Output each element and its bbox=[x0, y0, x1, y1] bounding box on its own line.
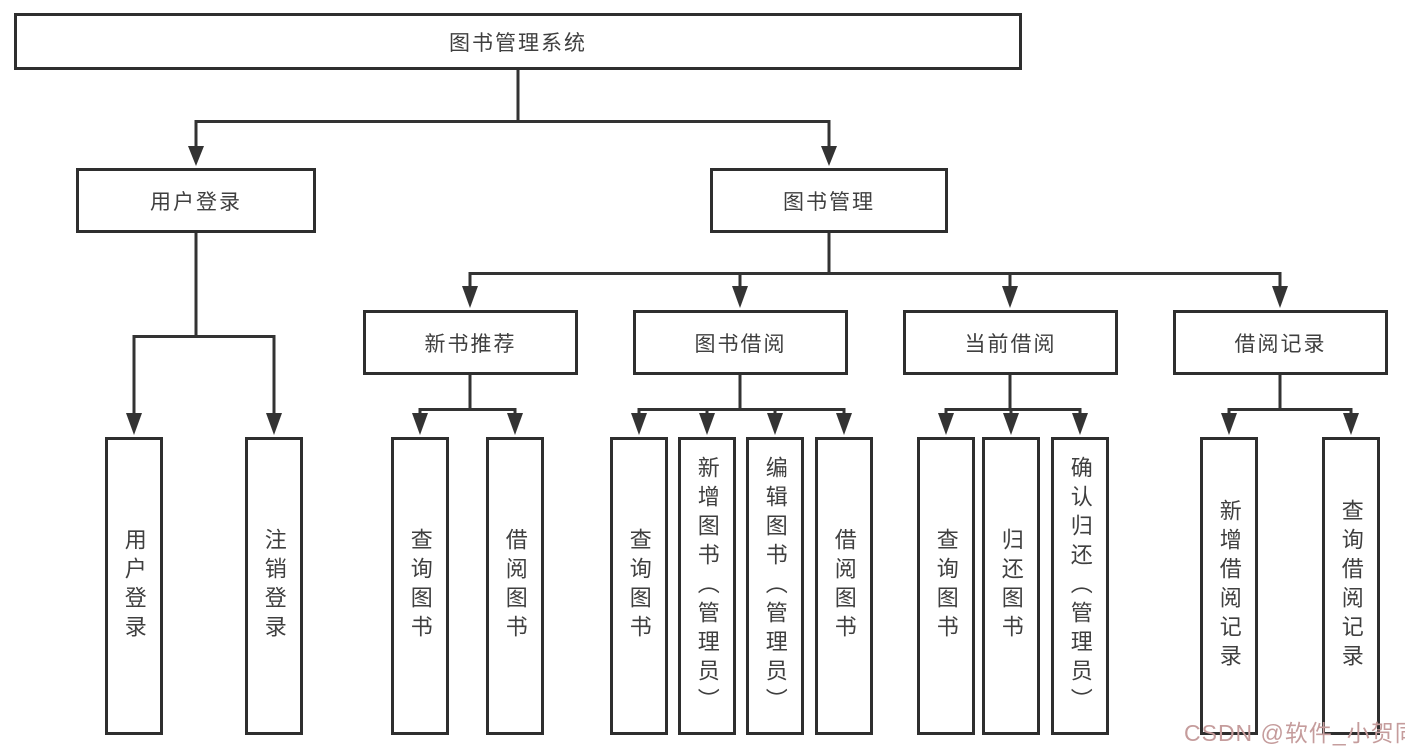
connector-borrow-record-split bbox=[1227, 375, 1353, 415]
watermark-text: CSDN @软件_小贺同学 bbox=[1184, 720, 1405, 746]
node-book-borrow: 图书借阅 bbox=[633, 310, 848, 375]
connector-current-borrow-split bbox=[944, 375, 1082, 415]
node-user-login-group-label: 用户登录 bbox=[150, 190, 242, 214]
leaf-query-book-under-book-borrow: 查询图书 bbox=[610, 437, 668, 735]
leaf-return-book: 归还图书 bbox=[982, 437, 1040, 735]
leaf-add-book-admin-label: 新增图书（管理员） bbox=[694, 455, 720, 717]
node-current-borrow-label: 当前借阅 bbox=[964, 332, 1057, 356]
leaf-query-borrow-record-label: 查询借阅记录 bbox=[1338, 499, 1364, 673]
leaf-logout: 注销登录 bbox=[245, 437, 303, 735]
leaf-borrow-book-under-new-book-recommend: 借阅图书 bbox=[486, 437, 544, 735]
node-book-management: 图书管理 bbox=[710, 168, 948, 233]
leaf-logout-label: 注销登录 bbox=[261, 528, 287, 644]
leaf-edit-book-admin-label: 编辑图书（管理员） bbox=[762, 455, 788, 717]
leaf-query-book-under-current-borrow: 查询图书 bbox=[917, 437, 975, 735]
node-user-login-group: 用户登录 bbox=[76, 168, 316, 233]
node-borrow-record-label: 借阅记录 bbox=[1234, 332, 1327, 356]
node-book-borrow-label: 图书借阅 bbox=[694, 332, 787, 356]
node-root: 图书管理系统 bbox=[14, 13, 1022, 70]
leaf-query-borrow-record: 查询借阅记录 bbox=[1322, 437, 1380, 735]
leaf-add-borrow-record-label: 新增借阅记录 bbox=[1216, 499, 1242, 673]
node-borrow-record: 借阅记录 bbox=[1173, 310, 1388, 375]
connector-new-book-recommend-split bbox=[418, 375, 517, 415]
leaf-borrow-book-label: 借阅图书 bbox=[831, 528, 857, 644]
leaf-add-borrow-record: 新增借阅记录 bbox=[1200, 437, 1258, 735]
node-new-book-recommend: 新书推荐 bbox=[363, 310, 578, 375]
leaf-query-book-label: 查询图书 bbox=[626, 528, 652, 644]
leaf-query-book-label: 查询图书 bbox=[407, 528, 433, 644]
leaf-user-login: 用户登录 bbox=[105, 437, 163, 735]
leaf-query-book-label: 查询图书 bbox=[933, 528, 959, 644]
connector-user-login-split bbox=[132, 233, 276, 415]
connector-book-borrow-split bbox=[637, 375, 846, 415]
node-book-management-label: 图书管理 bbox=[783, 190, 875, 214]
node-new-book-recommend-label: 新书推荐 bbox=[424, 332, 517, 356]
leaf-edit-book-admin: 编辑图书（管理员） bbox=[746, 437, 804, 735]
connector-book-management-split bbox=[468, 233, 1282, 288]
leaf-confirm-return-admin-label: 确认归还（管理员） bbox=[1067, 455, 1093, 717]
leaf-user-login-label: 用户登录 bbox=[121, 528, 147, 644]
leaf-query-book-under-new-book-recommend: 查询图书 bbox=[391, 437, 449, 735]
leaf-add-book-admin: 新增图书（管理员） bbox=[678, 437, 736, 735]
node-root-label: 图书管理系统 bbox=[449, 31, 587, 55]
arrowheads bbox=[126, 146, 1359, 435]
connector-root-split bbox=[194, 70, 831, 148]
leaf-return-book-label: 归还图书 bbox=[998, 528, 1024, 644]
leaf-borrow-book-label: 借阅图书 bbox=[502, 528, 528, 644]
leaf-borrow-book-under-book-borrow: 借阅图书 bbox=[815, 437, 873, 735]
leaf-confirm-return-admin: 确认归还（管理员） bbox=[1051, 437, 1109, 735]
node-current-borrow: 当前借阅 bbox=[903, 310, 1118, 375]
